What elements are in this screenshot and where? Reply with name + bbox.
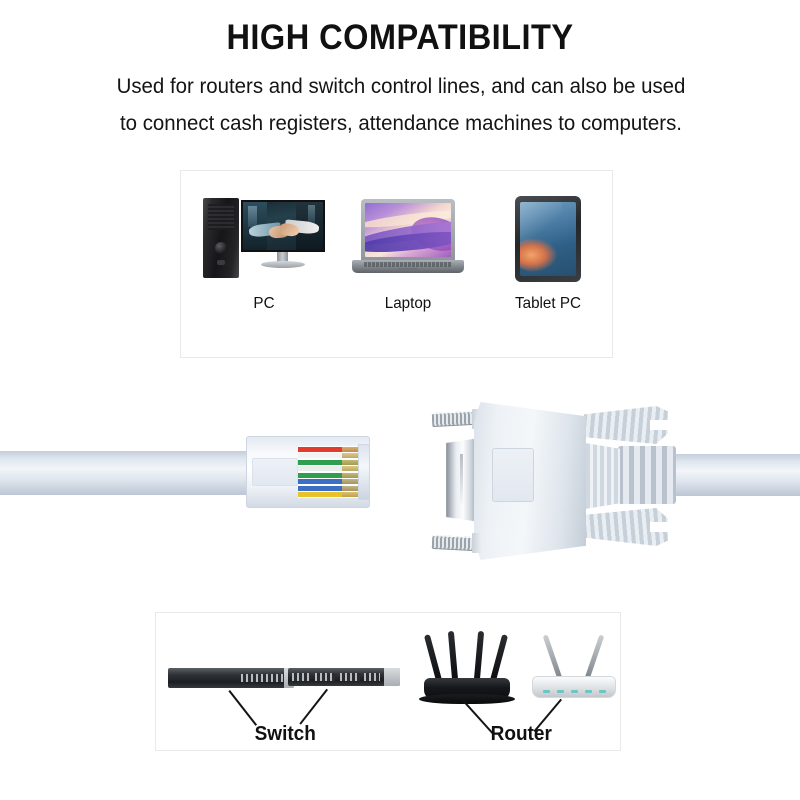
tablet-screen-wallpaper <box>520 202 576 276</box>
rj45-wire <box>298 472 360 478</box>
rj45-contact <box>342 446 360 452</box>
router-device-black <box>418 628 516 704</box>
antenna-icon <box>489 634 509 682</box>
db9-serial-connector <box>431 390 700 570</box>
db9-wing-bottom <box>584 508 668 546</box>
db9-thumbscrew-bottom <box>431 534 475 552</box>
laptop-lid <box>361 199 455 261</box>
antenna-icon <box>542 634 563 680</box>
db9-strain-relief <box>618 446 676 504</box>
rj45-contact <box>342 485 360 491</box>
db9-screwhead-bottom <box>472 533 482 553</box>
rj45-wire <box>298 479 360 485</box>
rj45-wire <box>298 466 360 472</box>
laptop-icon <box>352 199 464 281</box>
db9-thumbscrew-top <box>431 410 475 428</box>
laptop-keyboard <box>364 262 452 267</box>
rj45-latch <box>252 458 298 486</box>
page-title: HIGH COMPATIBILITY <box>226 18 574 57</box>
pc-tower-logo <box>215 242 227 254</box>
rj45-wire <box>298 453 360 459</box>
rj45-contact <box>342 459 360 465</box>
device-label-pc: PC <box>253 295 275 312</box>
rj45-contact <box>342 453 360 459</box>
rj45-wire <box>298 485 360 491</box>
tablet-body <box>515 196 581 282</box>
rj45-contact <box>342 472 360 478</box>
monitor-stand-neck <box>277 252 288 262</box>
laptop-screen-wallpaper <box>365 203 451 257</box>
antenna-icon <box>423 634 443 682</box>
rj45-wire <box>298 492 360 498</box>
db9-hood-panel <box>492 448 534 502</box>
rj45-wire <box>298 459 360 465</box>
rj45-connector <box>246 436 370 508</box>
pc-monitor <box>241 200 325 268</box>
switch-device-2 <box>288 668 400 686</box>
product-photo-cable <box>0 388 800 600</box>
rj45-contact <box>342 479 360 485</box>
switch-device-1 <box>168 668 294 688</box>
network-label-switch: Switch <box>254 723 316 745</box>
pc-screen-handshake-image <box>241 200 325 252</box>
pc-power-button <box>217 260 225 265</box>
rj45-nose <box>358 444 370 500</box>
description-line-2: to connect cash registers, attendance ma… <box>119 111 682 135</box>
router-white-body <box>532 676 616 698</box>
db9-wing-top <box>584 406 668 444</box>
rj45-wire-pairs <box>298 446 360 498</box>
device-label-tablet: Tablet PC <box>515 295 581 312</box>
cable-body-left <box>0 451 258 495</box>
laptop-trackpad <box>398 268 418 271</box>
tablet-icon <box>515 196 581 282</box>
device-label-laptop: Laptop <box>384 295 432 312</box>
cable-body-right <box>674 454 800 496</box>
antenna-icon <box>473 630 485 682</box>
antenna-icon <box>447 630 459 682</box>
router-device-white <box>528 630 620 702</box>
antenna-icon <box>584 634 605 680</box>
pc-tower <box>203 198 239 278</box>
router-black-body <box>419 678 515 704</box>
rj45-contact <box>342 492 360 498</box>
rj45-contact <box>342 466 360 472</box>
rj45-wire <box>298 446 360 452</box>
network-label-router: Router <box>490 723 552 745</box>
monitor-stand-base <box>261 261 305 268</box>
desktop-computer-icon <box>203 196 325 284</box>
description-line-1: Used for routers and switch control line… <box>116 74 686 98</box>
